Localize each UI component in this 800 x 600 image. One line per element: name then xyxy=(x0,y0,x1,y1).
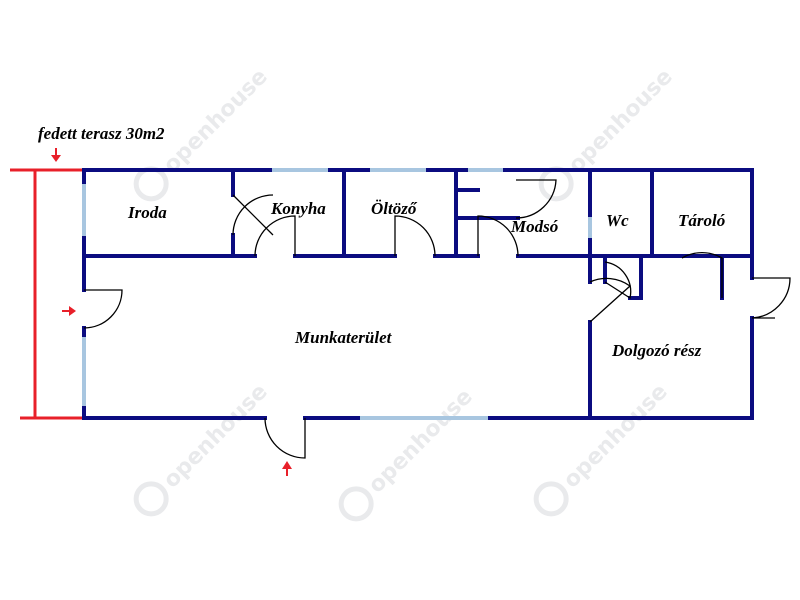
watermark-logo-icon xyxy=(133,166,169,202)
terrace-marker xyxy=(10,168,82,420)
door-oltozo xyxy=(394,215,436,257)
room-label-wc: Wc xyxy=(606,211,629,230)
room-label-oltozo: Öltöző xyxy=(371,199,418,218)
watermark-logo-icon xyxy=(538,166,574,202)
watermark-logo-icon xyxy=(338,486,374,522)
door-modso xyxy=(477,215,519,257)
door-konyha xyxy=(254,215,296,257)
door-modso-inner xyxy=(515,179,557,219)
watermark-text: openhouse xyxy=(564,64,678,178)
watermark-text: openhouse xyxy=(159,64,273,178)
room-label-munkaterulet: Munkaterület xyxy=(294,328,393,347)
door-bottom-entrance xyxy=(264,417,306,459)
terrace-label: fedett terasz 30m2 xyxy=(38,124,165,143)
door-right-exterior xyxy=(751,277,791,319)
room-label-konyha: Konyha xyxy=(270,199,326,218)
watermarks: openhouse openhouse openhouse openhouse … xyxy=(133,64,678,522)
walls xyxy=(82,168,754,420)
room-label-dolgozo: Dolgozó rész xyxy=(611,341,702,360)
door-dolgozo xyxy=(589,277,632,323)
doors xyxy=(83,179,791,459)
windows xyxy=(82,168,592,420)
watermark-logo-icon xyxy=(533,481,569,517)
arrow-down-icon xyxy=(51,148,61,162)
door-wc xyxy=(604,261,632,300)
room-label-modso: Modsó xyxy=(510,217,558,236)
room-label-tarolo: Tároló xyxy=(678,211,725,230)
door-tarolo xyxy=(681,251,723,298)
arrow-right-icon xyxy=(62,306,76,316)
door-iroda xyxy=(232,194,274,236)
arrow-up-icon xyxy=(282,461,292,476)
watermark-text: openhouse xyxy=(559,379,673,493)
entrance-arrows xyxy=(51,148,292,476)
watermark-text: openhouse xyxy=(159,379,273,493)
room-label-iroda: Iroda xyxy=(127,203,167,222)
watermark-text: openhouse xyxy=(364,384,478,498)
watermark-logo-icon xyxy=(133,481,169,517)
door-left-entrance xyxy=(83,289,123,329)
